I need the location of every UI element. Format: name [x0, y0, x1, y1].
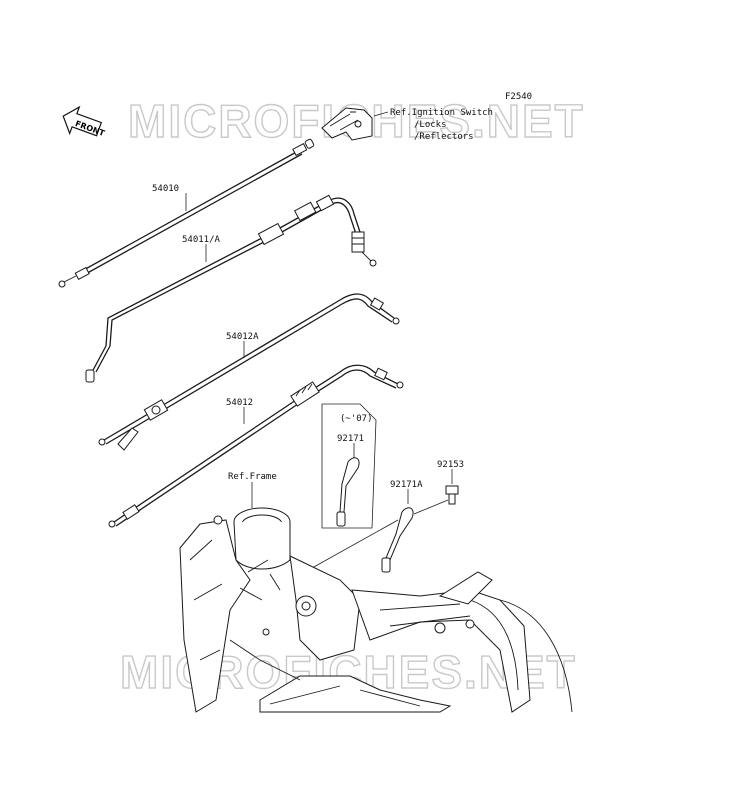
cable-54010	[58, 138, 315, 288]
note-07: (~'07)	[340, 414, 373, 424]
label-92171: 92171	[337, 434, 364, 444]
label-54011a: 54011/A	[182, 235, 221, 245]
bolt-leader	[413, 499, 449, 515]
label-54012a: 54012A	[226, 332, 259, 342]
clamp-92171a	[381, 507, 414, 573]
ref-ignition-line1: Ref.Ignition Switch	[390, 108, 493, 118]
ref-ignition-line2: /Locks	[414, 120, 447, 130]
label-54012: 54012	[226, 398, 253, 408]
ignition-bracket	[321, 107, 373, 141]
ignition-leader	[373, 111, 389, 117]
ref-ignition-line3: /Reflectors	[414, 132, 474, 142]
inset-box	[321, 403, 377, 529]
diagram-code: F2540	[505, 92, 532, 102]
clamp-92171	[336, 457, 360, 527]
ref-frame-label: Ref.Frame	[228, 472, 277, 482]
cable-54012	[108, 364, 404, 528]
clamp-leader	[311, 519, 399, 569]
label-92171a: 92171A	[390, 480, 423, 490]
cable-54011a	[85, 194, 377, 383]
front-arrow-icon: FRONT	[62, 105, 106, 138]
cable-54012a	[98, 293, 400, 451]
frame-assembly	[179, 507, 573, 713]
label-54010: 54010	[152, 184, 179, 194]
bolt-92153	[445, 485, 459, 505]
label-92153: 92153	[437, 460, 464, 470]
